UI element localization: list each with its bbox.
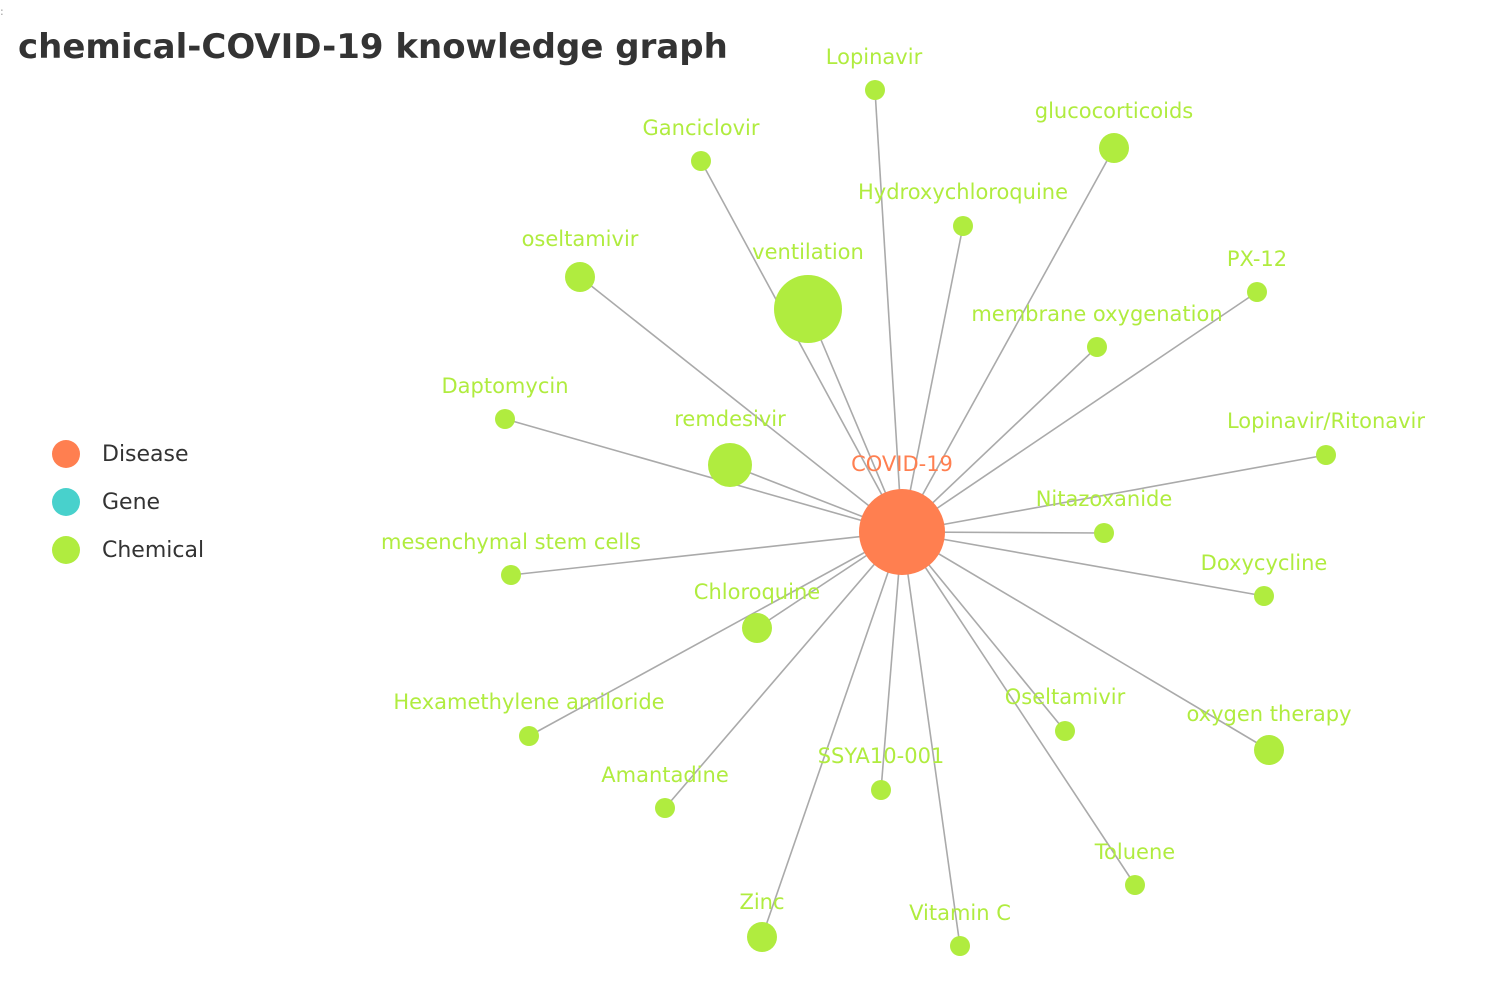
edge-covid19-hexamethylene-amiloride — [528, 531, 903, 737]
node-mesenchymal-stem-cells[interactable] — [501, 565, 521, 585]
node-label-membrane-oxygenation: membrane oxygenation — [971, 302, 1222, 326]
edge-covid19-px12 — [901, 291, 1258, 533]
edge-covid19-vitamin-c — [901, 531, 961, 947]
node-covid19[interactable] — [859, 489, 945, 575]
chemical-legend-dot-icon — [52, 536, 80, 564]
legend-label-gene: Gene — [102, 489, 161, 515]
node-label-zinc: Zinc — [739, 890, 784, 914]
edge-covid19-membrane-oxygenation — [901, 346, 1098, 533]
legend-item-disease[interactable]: Disease — [52, 430, 204, 478]
node-ssya10-001[interactable] — [871, 780, 891, 800]
node-lopinavir-ritonavir[interactable] — [1316, 445, 1336, 465]
node-oseltamivir[interactable] — [565, 262, 595, 292]
gene-legend-dot-icon — [52, 488, 80, 516]
edge-covid19-lopinavir-ritonavir — [901, 454, 1327, 533]
legend-label-disease: Disease — [102, 441, 189, 467]
node-oseltamivir-cap[interactable] — [1055, 721, 1075, 741]
node-hydroxychloroquine[interactable] — [953, 216, 973, 236]
edge-covid19-mesenchymal-stem-cells — [510, 531, 903, 576]
node-vitamin-c[interactable] — [950, 936, 970, 956]
node-zinc[interactable] — [747, 922, 777, 952]
node-label-remdesivir: remdesivir — [674, 407, 786, 431]
node-label-lopinavir-ritonavir: Lopinavir/Ritonavir — [1227, 409, 1425, 433]
edge-covid19-doxycycline — [901, 531, 1265, 597]
node-label-toluene: Toluene — [1094, 840, 1175, 864]
node-label-vitamin-c: Vitamin C — [909, 901, 1011, 925]
node-label-ganciclovir: Ganciclovir — [643, 116, 760, 140]
node-label-hexamethylene-amiloride: Hexamethylene amiloride — [393, 690, 664, 714]
edge-covid19-ssya10-001 — [880, 531, 903, 791]
node-label-px12: PX-12 — [1227, 247, 1287, 271]
node-label-mesenchymal-stem-cells: mesenchymal stem cells — [381, 530, 641, 554]
edge-covid19-oseltamivir — [579, 276, 903, 533]
edge-covid19-amantadine — [664, 531, 903, 809]
edge-covid19-glucocorticoids — [901, 147, 1115, 533]
disease-legend-dot-icon — [52, 440, 80, 468]
node-glucocorticoids[interactable] — [1099, 133, 1129, 163]
node-label-oseltamivir-cap: Oseltamivir — [1005, 685, 1126, 709]
node-nitazoxanide[interactable] — [1094, 523, 1114, 543]
node-label-daptomycin: Daptomycin — [441, 374, 568, 398]
edge-covid19-zinc — [761, 531, 903, 938]
node-oxygen-therapy[interactable] — [1254, 735, 1284, 765]
node-label-ventilation: ventilation — [752, 240, 864, 264]
page-title: chemical-COVID-19 knowledge graph — [18, 27, 728, 67]
node-label-hydroxychloroquine: Hydroxychloroquine — [858, 180, 1068, 204]
corner-mark: : — [0, 5, 4, 18]
node-ventilation[interactable] — [774, 275, 842, 343]
legend-label-chemical: Chemical — [102, 537, 205, 563]
node-daptomycin[interactable] — [495, 409, 515, 429]
edge-covid19-lopinavir — [874, 89, 903, 533]
node-doxycycline[interactable] — [1254, 586, 1274, 606]
node-label-lopinavir: Lopinavir — [826, 45, 923, 69]
node-label-covid19: COVID-19 — [851, 452, 953, 476]
legend: Disease Gene Chemical — [52, 430, 204, 574]
node-hexamethylene-amiloride[interactable] — [519, 726, 539, 746]
node-label-oseltamivir: oseltamivir — [522, 227, 639, 251]
edge-covid19-daptomycin — [504, 418, 903, 533]
edge-covid19-hydroxychloroquine — [901, 225, 964, 533]
node-label-oxygen-therapy: oxygen therapy — [1186, 702, 1351, 726]
graph-nodes — [495, 80, 1336, 956]
node-ganciclovir[interactable] — [691, 151, 711, 171]
node-amantadine[interactable] — [655, 798, 675, 818]
node-membrane-oxygenation[interactable] — [1087, 337, 1107, 357]
node-toluene[interactable] — [1125, 875, 1145, 895]
node-label-doxycycline: Doxycycline — [1201, 551, 1328, 575]
node-label-amantadine: Amantadine — [601, 763, 729, 787]
graph-edges — [504, 89, 1327, 947]
node-label-nitazoxanide: Nitazoxanide — [1036, 487, 1173, 511]
node-px12[interactable] — [1247, 282, 1267, 302]
node-label-ssya10-001: SSYA10-001 — [818, 744, 945, 768]
node-chloroquine[interactable] — [742, 613, 772, 643]
node-lopinavir[interactable] — [865, 80, 885, 100]
node-label-chloroquine: Chloroquine — [694, 580, 820, 604]
legend-item-chemical[interactable]: Chemical — [52, 526, 204, 574]
edge-covid19-oxygen-therapy — [901, 531, 1270, 751]
node-label-glucocorticoids: glucocorticoids — [1035, 99, 1193, 123]
edge-covid19-toluene — [901, 531, 1136, 886]
node-remdesivir[interactable] — [708, 443, 752, 487]
edge-covid19-ganciclovir — [700, 160, 903, 533]
legend-item-gene[interactable]: Gene — [52, 478, 204, 526]
